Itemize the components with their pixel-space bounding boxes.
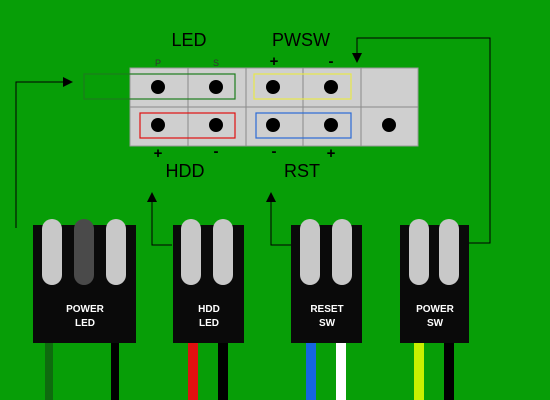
pin bbox=[382, 118, 396, 132]
connector-label-line1: RESET bbox=[310, 304, 343, 315]
led-p-label: P bbox=[155, 58, 161, 68]
connector-label-line1: POWER bbox=[66, 304, 105, 315]
connector-label-line2: SW bbox=[319, 318, 336, 329]
rst-plus-sign: + bbox=[327, 145, 336, 162]
wire bbox=[336, 343, 346, 400]
hdd-label: HDD bbox=[166, 161, 205, 181]
pin bbox=[209, 118, 223, 132]
rst-label: RST bbox=[284, 161, 320, 181]
led-s-label: S bbox=[213, 58, 219, 68]
connector-latch bbox=[300, 219, 320, 285]
connector-latch-empty bbox=[74, 219, 94, 285]
wire bbox=[306, 343, 316, 400]
pin bbox=[151, 118, 165, 132]
connector-hdd-led: HDD LED bbox=[173, 219, 244, 343]
hdd-led-route-line bbox=[147, 192, 172, 246]
rst-group-box bbox=[255, 112, 352, 139]
led-group-box bbox=[83, 73, 236, 100]
wire bbox=[45, 343, 53, 400]
wire bbox=[414, 343, 424, 400]
reset-sw-route-line bbox=[266, 192, 291, 246]
hdd-minus-sign: - bbox=[214, 143, 219, 160]
wire bbox=[444, 343, 454, 400]
connector-latch bbox=[181, 219, 201, 285]
connector-latch bbox=[439, 219, 459, 285]
connector-label-line2: LED bbox=[75, 318, 95, 329]
connector-power-led: POWER LED bbox=[33, 219, 136, 343]
front-panel-header bbox=[83, 67, 419, 147]
connector-latch bbox=[409, 219, 429, 285]
power-sw-route-line bbox=[352, 37, 491, 244]
connector-power-sw: POWER SW bbox=[400, 219, 469, 343]
wire bbox=[188, 343, 198, 400]
pin bbox=[266, 80, 280, 94]
pwsw-label: PWSW bbox=[272, 30, 330, 50]
wire bbox=[111, 343, 119, 400]
wire bbox=[218, 343, 228, 400]
pin bbox=[151, 80, 165, 94]
pwsw-group-box bbox=[253, 73, 352, 100]
pin bbox=[324, 118, 338, 132]
connector-label-line1: HDD bbox=[198, 304, 220, 315]
connector-latch bbox=[42, 219, 62, 285]
pwsw-plus-sign: + bbox=[270, 53, 279, 70]
power-led-route-line bbox=[15, 77, 73, 228]
rst-minus-sign: - bbox=[272, 143, 277, 160]
connector-latch bbox=[213, 219, 233, 285]
pwsw-minus-sign: - bbox=[329, 53, 334, 70]
connector-label-line2: LED bbox=[199, 318, 219, 329]
connector-label-line2: SW bbox=[427, 318, 444, 329]
connector-latch bbox=[332, 219, 352, 285]
pin bbox=[324, 80, 338, 94]
pin bbox=[209, 80, 223, 94]
connector-label-line1: POWER bbox=[416, 304, 455, 315]
hdd-group-box bbox=[139, 112, 236, 139]
hdd-plus-sign: + bbox=[154, 145, 163, 162]
connector-latch bbox=[106, 219, 126, 285]
pin bbox=[266, 118, 280, 132]
led-label: LED bbox=[171, 30, 206, 50]
connector-reset-sw: RESET SW bbox=[291, 219, 362, 343]
